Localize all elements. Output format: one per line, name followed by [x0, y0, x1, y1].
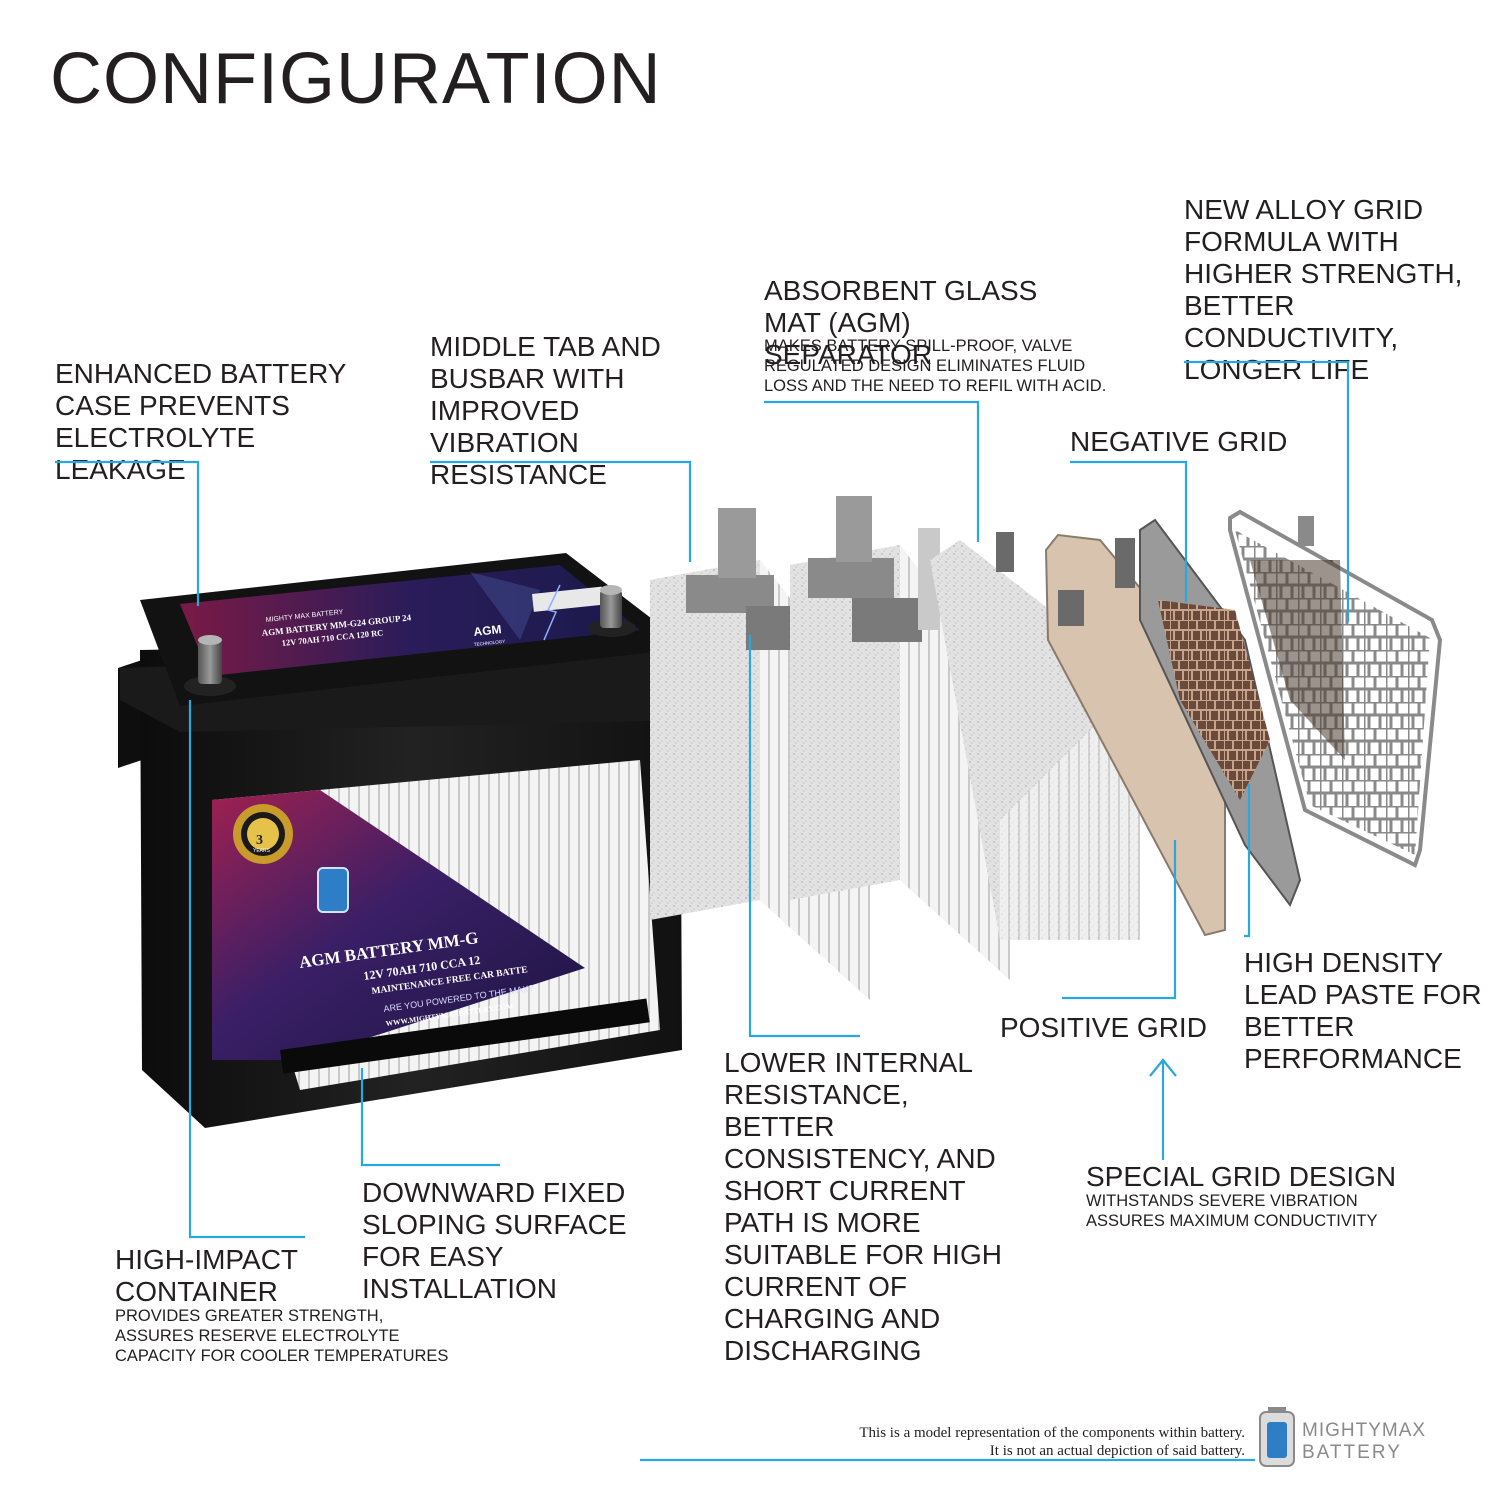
line-agm [764, 400, 980, 542]
line-negative-grid [1070, 460, 1188, 602]
callout-container-subtitle: PROVIDES GREATER STRENGTH, ASSURES RESER… [115, 1307, 449, 1365]
callout-special-grid-title: SPECIAL GRID DESIGN [1086, 1161, 1397, 1192]
callout-agm-title: ABSORBENT GLASS MAT (AGM) SEPARATOR [764, 275, 1038, 370]
warranty-text: YEARS [253, 848, 271, 854]
line-case [55, 460, 200, 606]
line-container [188, 700, 305, 1239]
disclaimer-line2: It is not an actual depiction of said ba… [989, 1443, 1245, 1459]
disclaimer-line1: This is a model representation of the co… [859, 1425, 1245, 1441]
disclaimer: This is a model representation of the co… [640, 1424, 1245, 1460]
callout-sloping-surface: DOWNWARD FIXED SLOPING SURFACE FOR EASY … [362, 1177, 627, 1304]
battery-icon [317, 867, 349, 913]
mightymax-logo [1259, 1407, 1295, 1467]
callout-positive-grid: POSITIVE GRID [1000, 1012, 1207, 1043]
positive-grid-plate [1044, 533, 1226, 937]
line-lead-paste [1244, 784, 1251, 938]
logo-line1: MIGHTYMAX [1302, 1420, 1426, 1441]
negative-grid-plate [1139, 518, 1302, 908]
top-agm: AGM [473, 622, 502, 639]
warranty-seal-icon [233, 804, 293, 864]
line-positive-grid [1062, 840, 1177, 1000]
line-alloy-grid [1184, 360, 1350, 622]
callout-middle-tab: MIDDLE TAB AND BUSBAR WITH IMPROVED VIBR… [430, 331, 661, 490]
alloy-grid-plate [1228, 509, 1443, 868]
line-sloping [360, 1068, 500, 1167]
callout-alloy-grid: NEW ALLOY GRID FORMULA WITH HIGHER STREN… [1184, 194, 1463, 385]
callout-agm-subtitle: MAKES BATTERY SPILL-PROOF, VALVE REGULAT… [764, 337, 1107, 395]
callout-lead-paste: HIGH DENSITY LEAD PASTE FOR BETTER PERFO… [1244, 947, 1482, 1074]
line-special-grid [1149, 1058, 1177, 1160]
line-lower-resistance [748, 635, 860, 1038]
line-middle-tab [430, 460, 692, 562]
page-title: CONFIGURATION [50, 39, 662, 119]
callout-special-grid-subtitle: WITHSTANDS SEVERE VIBRATION ASSURES MAXI… [1086, 1192, 1378, 1230]
callout-container-title: HIGH-IMPACT CONTAINER [115, 1244, 298, 1307]
battery-case [118, 553, 690, 1128]
warranty-number: 3 [256, 833, 263, 848]
top-agm-sub: TECHNOLOGY [474, 639, 506, 647]
callout-lines [55, 360, 1350, 1462]
logo-line2: BATTERY [1302, 1442, 1402, 1463]
callout-negative-grid: NEGATIVE GRID [1070, 426, 1288, 457]
callout-lower-resistance: LOWER INTERNAL RESISTANCE, BETTER CONSIS… [724, 1047, 1002, 1366]
callout-enhanced-case: ENHANCED BATTERY CASE PREVENTS ELECTROLY… [55, 358, 346, 485]
